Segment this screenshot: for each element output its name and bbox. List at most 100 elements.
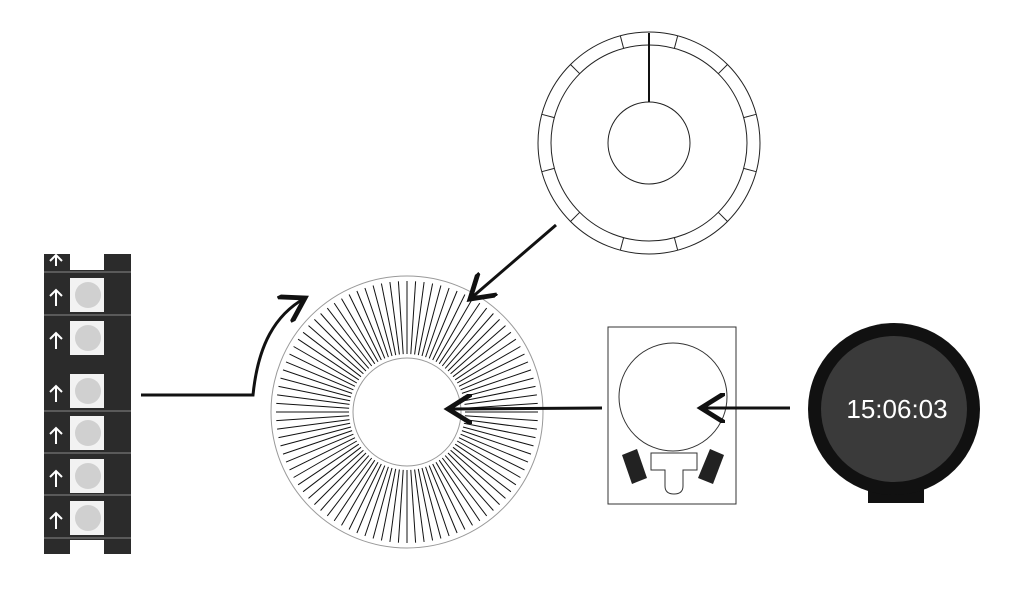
segmented-ring-tick (541, 113, 555, 119)
radial-dial-spoke (372, 285, 393, 357)
radial-dial-spoke (444, 313, 494, 369)
radial-dial-spoke (461, 430, 532, 455)
radial-dial-spoke (276, 402, 350, 409)
radial-dial-spoke (463, 385, 536, 402)
clock-time: 15:06:03 (846, 394, 947, 424)
segmented-ring-tick (743, 167, 757, 173)
segmented-ring-tick (673, 35, 679, 49)
radial-dial-spoke (282, 369, 353, 394)
up-arrow-icon (49, 384, 63, 402)
radial-dial-spoke (341, 298, 379, 363)
radial-dial-spoke (333, 459, 376, 522)
segmented-ring-tick (570, 211, 581, 222)
radial-dial-spoke (438, 302, 481, 365)
radial-dial-spoke (314, 319, 367, 372)
radial-dial-spoke (397, 281, 404, 355)
film-strip-dot (75, 420, 101, 446)
film-strip-dot (75, 282, 101, 308)
up-arrow-icon (49, 469, 63, 487)
radial-dial-spoke (462, 377, 534, 398)
film-strip (44, 253, 131, 554)
radial-dial-spoke (389, 282, 400, 355)
radial-dial-spoke (356, 465, 386, 534)
device-unit-left-tab (622, 449, 647, 484)
radial-dial-spoke (464, 419, 537, 430)
segmented-ring-ticks (541, 35, 757, 251)
radial-dial-spoke (425, 466, 450, 537)
radial-dial-spoke (308, 449, 364, 499)
radial-dial-spoke (280, 377, 352, 398)
radial-dial-spoke (417, 283, 434, 356)
film-strip-frames (44, 253, 131, 539)
radial-dial-spoke (276, 415, 350, 422)
radial-dial-spoke (302, 446, 362, 493)
radial-dial-spoke (456, 346, 521, 384)
radial-dial-spoke (341, 461, 379, 526)
radial-dial-spoke (410, 469, 417, 543)
radial-dial-spoke (462, 426, 534, 447)
radial-dial-spoke (364, 466, 389, 537)
radial-dial-spoke (460, 361, 529, 391)
film-strip-dot (75, 378, 101, 404)
radial-dial-spoke (314, 452, 367, 505)
radial-dial-spoke (421, 285, 442, 357)
radial-dial-spokes (276, 281, 538, 543)
radial-dial-spoke (356, 290, 386, 359)
radial-dial-spoke (432, 463, 466, 530)
up-arrow-icon (49, 511, 63, 529)
radial-dial-spoke (456, 440, 521, 478)
radial-dial-spoke (277, 394, 350, 405)
radial-dial-spoke (285, 433, 354, 463)
radial-dial-spoke (464, 415, 538, 422)
radial-dial-spoke (447, 452, 500, 505)
radial-dial-spoke (454, 338, 517, 381)
up-arrow-icon (49, 331, 63, 349)
radial-dial-spoke (285, 361, 354, 391)
film-strip-notch (70, 254, 104, 270)
radial-dial-spoke (326, 457, 373, 517)
radial-dial-spoke (452, 446, 512, 493)
radial-dial-spoke (277, 419, 350, 430)
radial-dial-spoke (435, 461, 473, 526)
strip-to-dial-arrow (141, 298, 305, 397)
radial-dial-spoke (414, 282, 425, 355)
segmented-ring (537, 31, 761, 255)
device-unit-lens (618, 342, 728, 452)
radial-dial-spoke (364, 287, 389, 358)
radial-dial-spoke (293, 440, 358, 478)
segmented-ring-tick (619, 35, 625, 49)
device-to-dial-arrow (448, 408, 603, 409)
round-clock: 15:06:03 (808, 323, 980, 503)
radial-dial-spoke (414, 469, 425, 542)
radial-dial-spoke (302, 331, 362, 378)
radial-dial-spoke (278, 422, 351, 439)
segmented-ring-hub (607, 101, 691, 185)
device-unit-right-tab (698, 449, 724, 484)
segmented-ring-tick (743, 113, 757, 119)
radial-dial-spoke (428, 465, 458, 534)
radial-dial-spoke (438, 459, 481, 522)
radial-dial-spoke (380, 283, 397, 356)
radial-dial-spoke (293, 346, 358, 384)
radial-dial-spoke (297, 443, 360, 486)
up-arrow-icon (49, 288, 63, 306)
radial-dial-spoke (308, 325, 364, 375)
radial-dial-spoke (417, 468, 434, 541)
radial-dial-spoke (282, 430, 353, 455)
radial-dial-spoke (320, 455, 370, 511)
radial-dial-spoke (447, 319, 500, 372)
device-unit (607, 326, 737, 505)
radial-dial-spoke (289, 353, 356, 387)
segmented-ring-tick (570, 64, 581, 75)
radial-dial-spoke (458, 353, 525, 387)
film-strip-dot (75, 505, 101, 531)
device-unit-connector (650, 452, 698, 495)
radial-dial-spoke (450, 449, 506, 499)
radial-dial-spoke (452, 331, 512, 378)
segmented-ring-tick (541, 167, 555, 173)
radial-dial-spoke (320, 313, 370, 369)
radial-dial-spoke (441, 307, 488, 367)
radial-dial-spoke (372, 467, 393, 539)
radial-dial-spoke (410, 281, 417, 355)
radial-dial (270, 275, 544, 549)
